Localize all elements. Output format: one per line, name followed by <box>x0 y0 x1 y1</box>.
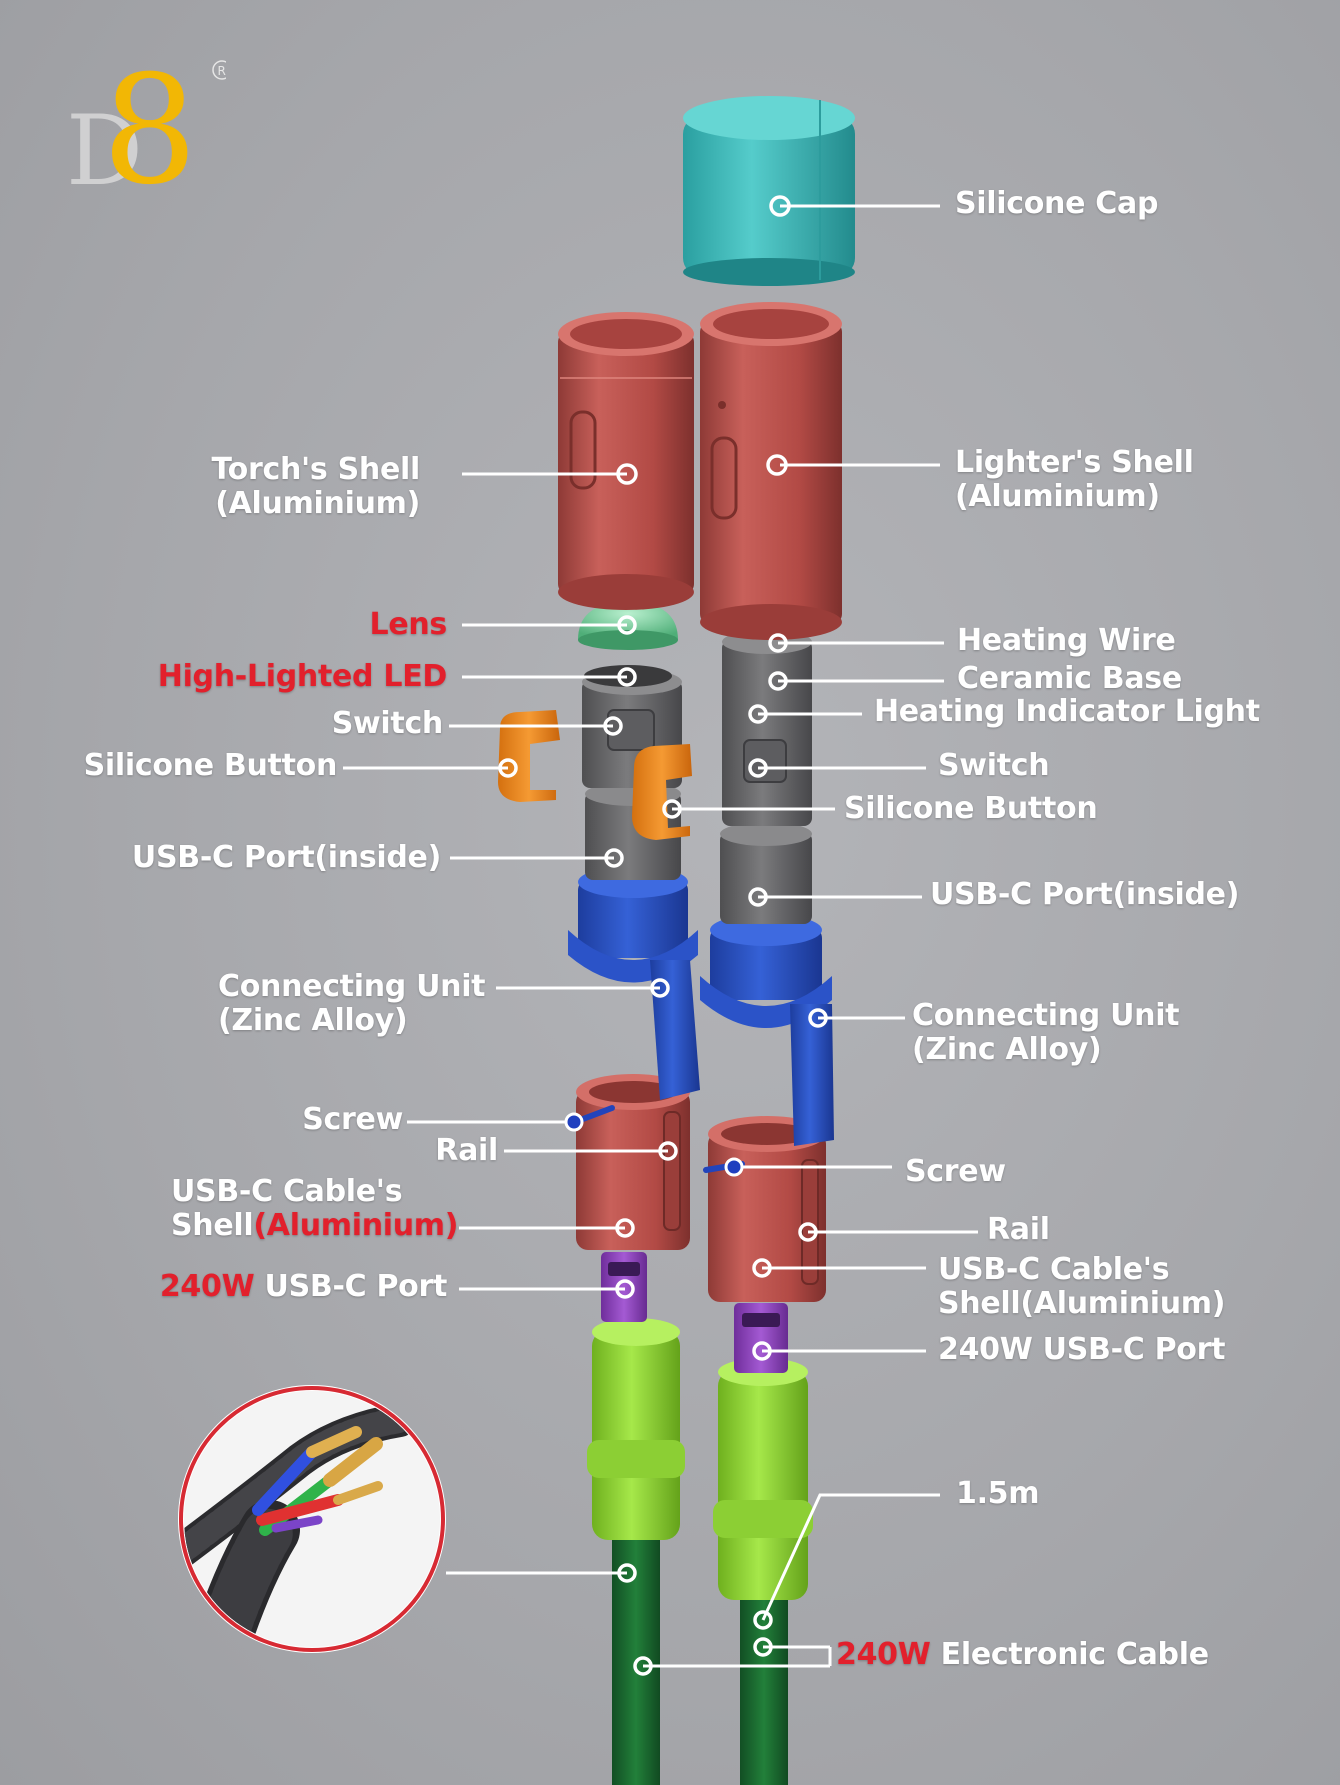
label-right-connecting-unit: Connecting Unit (Zinc Alloy) <box>912 998 1180 1067</box>
label-left-cable-shell-material: (Aluminium) <box>253 1208 459 1243</box>
label-lighter-shell: Lighter's Shell (Aluminium) <box>955 446 1194 514</box>
left-lens <box>578 602 678 640</box>
label-lens: Lens <box>369 607 448 642</box>
label-left-switch: Switch <box>331 706 444 741</box>
label-heating-indicator: Heating Indicator Light <box>874 694 1260 729</box>
right-silicone-cap <box>683 116 855 276</box>
right-connecting-unit <box>710 928 822 1000</box>
left-green-cable <box>612 1520 660 1785</box>
label-ceramic-base: Ceramic Base <box>957 661 1182 696</box>
right-usbc-housing <box>720 832 812 924</box>
label-right-cable-shell-line1: USB-C Cable's <box>938 1252 1170 1287</box>
label-left-port-text: USB-C Port <box>254 1269 448 1304</box>
right-switch-body <box>722 640 812 826</box>
left-silicone-button-2 <box>632 744 692 840</box>
right-green-cable <box>740 1600 788 1785</box>
label-silicone-cap: Silicone Cap <box>955 186 1159 221</box>
label-torch-shell: Torch's Shell (Aluminium) <box>212 453 421 521</box>
cable-magnifier <box>178 1385 446 1653</box>
right-strain-relief <box>718 1370 808 1600</box>
label-cable-length: 1.5m <box>956 1476 1040 1511</box>
label-left-connecting-unit-material: (Zinc Alloy) <box>218 1003 408 1038</box>
left-cable-shell <box>576 1090 690 1250</box>
label-left-connecting-unit-name: Connecting Unit <box>218 969 486 1004</box>
label-right-switch: Switch <box>938 748 1050 783</box>
label-left-silicone-button: Silicone Button <box>83 748 338 783</box>
svg-text:8: 8 <box>102 56 197 196</box>
label-torch-shell-material: (Aluminium) <box>215 486 420 521</box>
label-left-rail: Rail <box>435 1133 498 1168</box>
leader-dots <box>498 195 828 1676</box>
label-right-rail: Rail <box>987 1212 1050 1247</box>
left-connecting-unit <box>578 880 688 958</box>
label-left-port-power: 240W <box>159 1269 255 1304</box>
label-left-usbc-port: 240W USB-C Port <box>160 1270 447 1304</box>
label-left-cable-shell-line1: USB-C Cable's <box>171 1174 403 1209</box>
label-right-screw: Screw <box>905 1154 1006 1189</box>
label-left-connecting-unit: Connecting Unit (Zinc Alloy) <box>218 969 486 1038</box>
label-right-connecting-unit-name: Connecting Unit <box>912 998 1180 1033</box>
label-right-connecting-unit-material: (Zinc Alloy) <box>912 1032 1102 1067</box>
left-silicone-button <box>498 710 560 802</box>
label-lighter-shell-name: Lighter's Shell <box>955 445 1194 480</box>
label-lighter-shell-material: (Aluminium) <box>955 479 1160 514</box>
brand-logo: D 8 R <box>66 44 232 218</box>
svg-text:D: D <box>66 95 143 196</box>
svg-text:R: R <box>218 64 226 78</box>
label-right-usbc-port: 240W USB-C Port <box>938 1332 1226 1367</box>
label-right-silicone-button: Silicone Button <box>844 791 1098 826</box>
label-left-cable-shell-line2: Shell <box>171 1208 254 1243</box>
label-electronic-cable-power: 240W <box>836 1637 931 1672</box>
label-electronic-cable: 240W Electronic Cable <box>836 1638 1209 1672</box>
label-led: High-Lighted LED <box>157 659 448 694</box>
label-torch-shell-name: Torch's Shell <box>211 452 421 487</box>
left-strain-relief <box>592 1330 680 1540</box>
label-heating-wire: Heating Wire <box>957 623 1176 658</box>
label-left-screw: Screw <box>302 1102 403 1137</box>
leader-lines <box>343 204 978 1668</box>
label-left-cable-shell: USB-C Cable's Shell(Aluminium) <box>171 1175 458 1243</box>
left-torch-shell <box>558 332 694 594</box>
label-electronic-cable-text: Electronic Cable <box>930 1637 1209 1672</box>
label-right-usbc-inside: USB-C Port(inside) <box>930 877 1240 912</box>
label-right-cable-shell-line2: Shell(Aluminium) <box>938 1286 1226 1321</box>
label-left-usbc-inside: USB-C Port(inside) <box>131 840 441 875</box>
label-right-cable-shell: USB-C Cable's Shell(Aluminium) <box>938 1253 1225 1321</box>
